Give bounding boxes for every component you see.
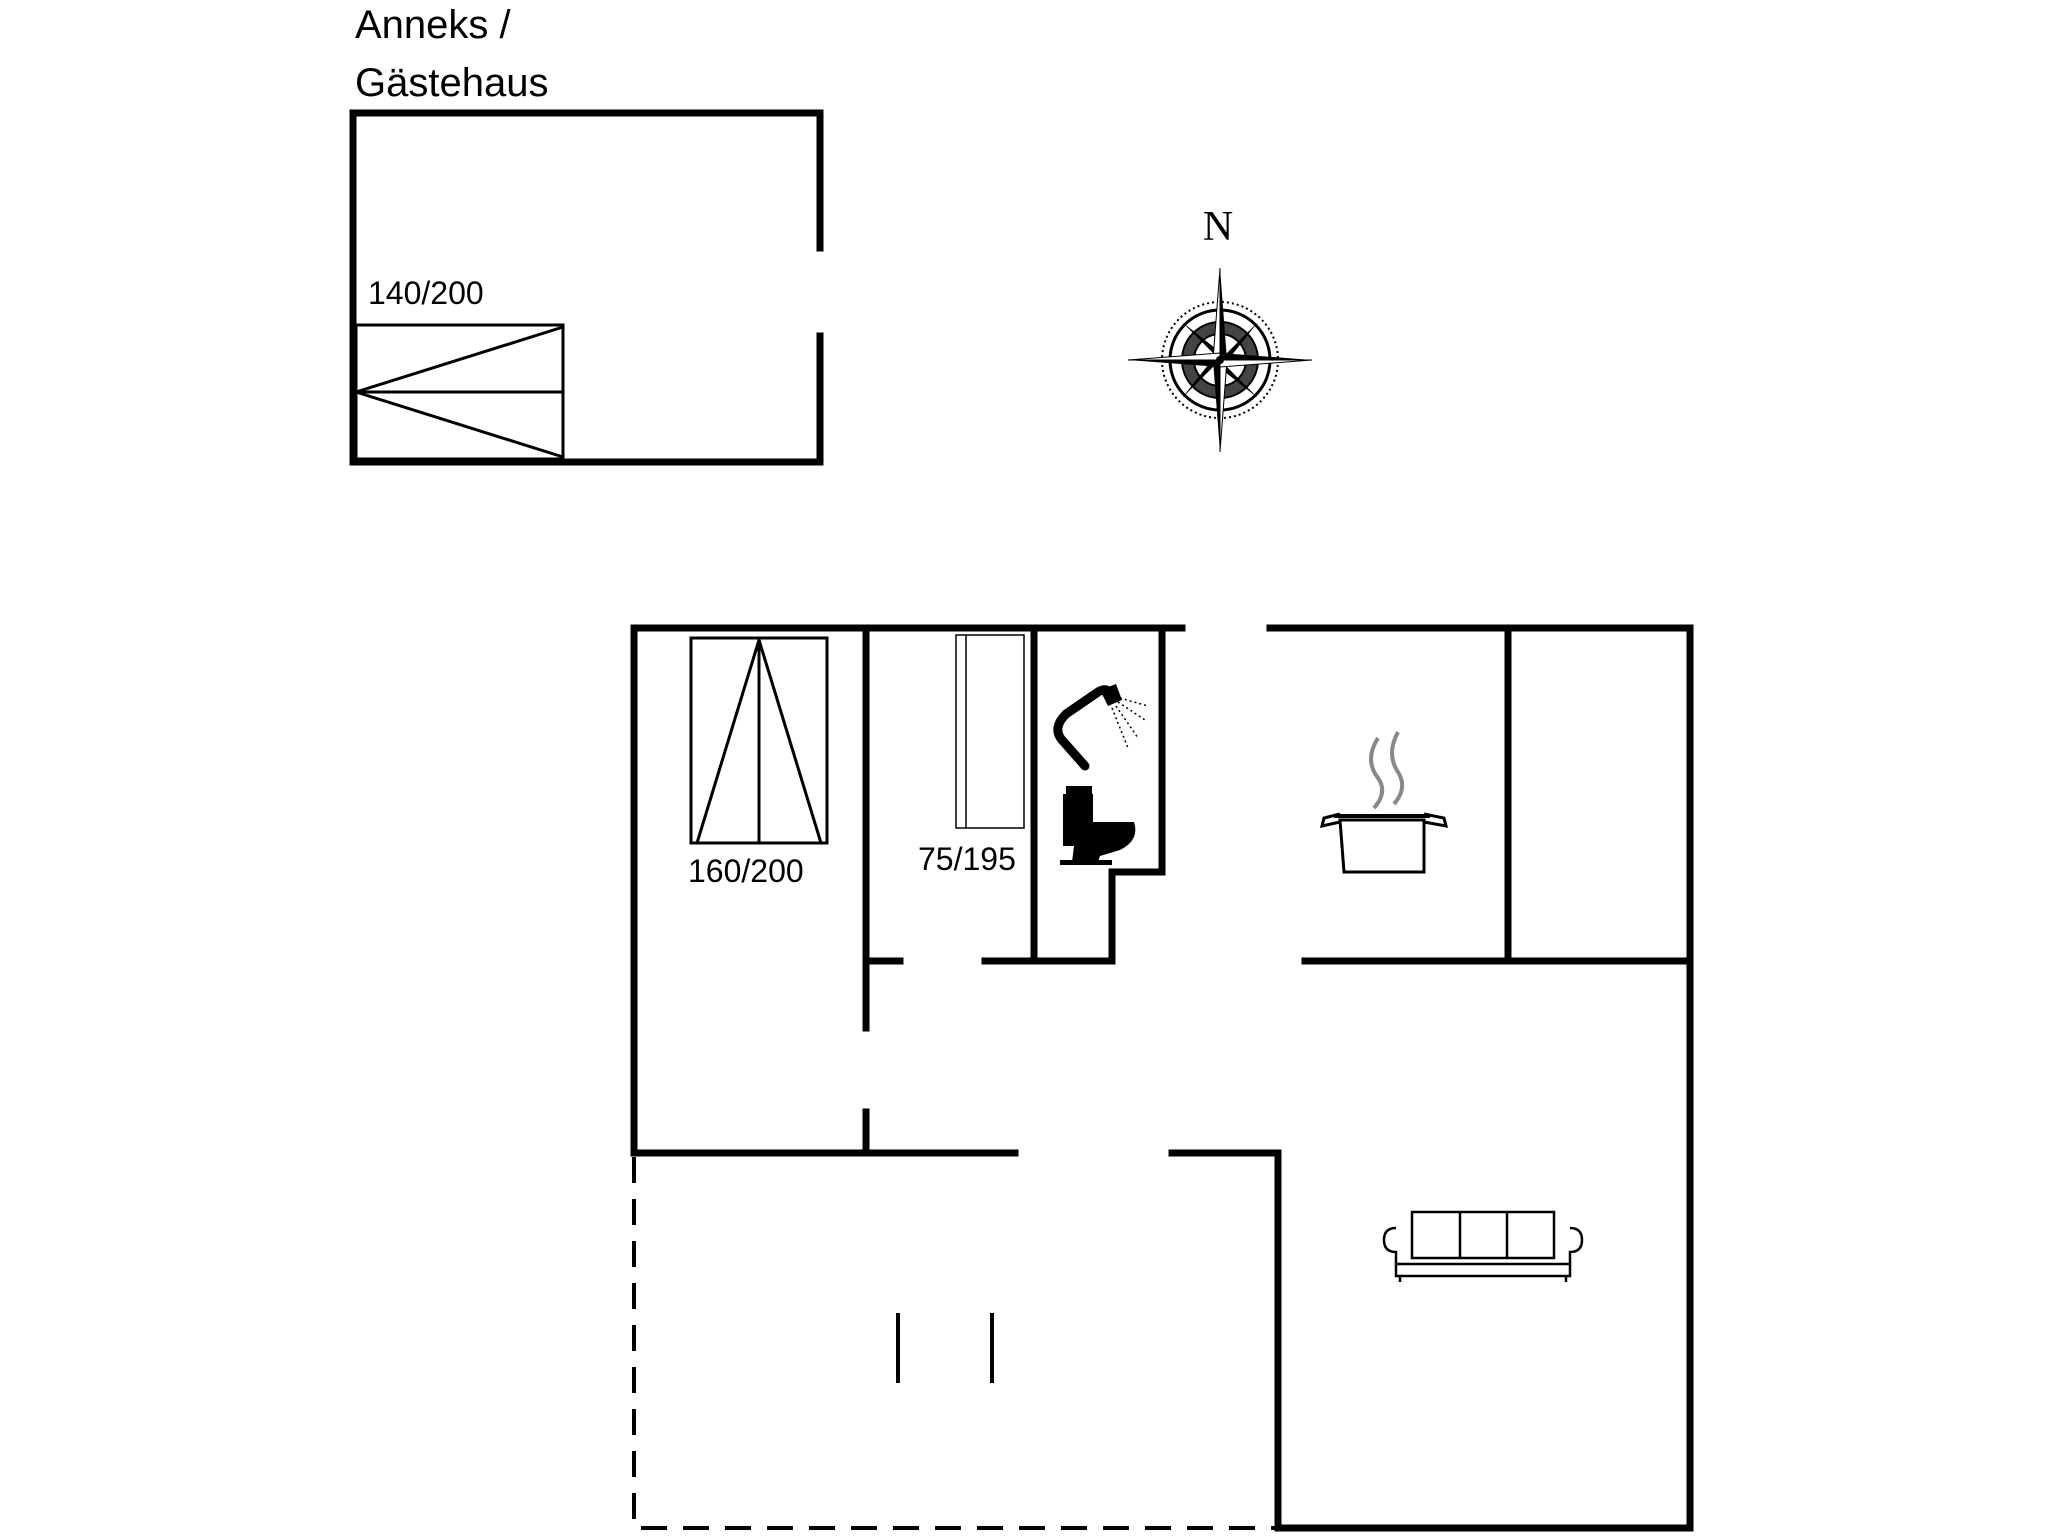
main-house: 160/200 75/195 (630, 624, 1694, 1532)
cooking-pot-icon (1319, 731, 1449, 874)
bedroom1-bed-label: 160/200 (688, 853, 804, 889)
bedroom2-bed-icon (955, 634, 1025, 829)
annex-bed-icon (354, 323, 565, 461)
bedroom1-bed-icon (689, 636, 829, 845)
annex-building: Anneks / Gästehaus 140/200 (349, 3, 824, 466)
main-house-east-walls (1168, 624, 1694, 1532)
main-house-outer-walls (630, 624, 1186, 1157)
terrace-outline (632, 1157, 1276, 1530)
toilet-icon (1060, 786, 1136, 865)
bathroom-east-wall (1108, 628, 1166, 965)
shower-icon (1053, 684, 1149, 771)
annex-walls (349, 109, 824, 466)
compass-north-label: N (1203, 204, 1233, 250)
annex-title-line2: Gästehaus (355, 61, 548, 105)
bedroom2-bed-label: 75/195 (918, 841, 1016, 877)
compass-rose: N (1127, 204, 1313, 453)
annex-bed-label: 140/200 (368, 275, 484, 311)
compass-icon (1127, 267, 1313, 453)
annex-title-line1: Anneks / (355, 3, 512, 47)
sofa-icon (1382, 1210, 1584, 1282)
